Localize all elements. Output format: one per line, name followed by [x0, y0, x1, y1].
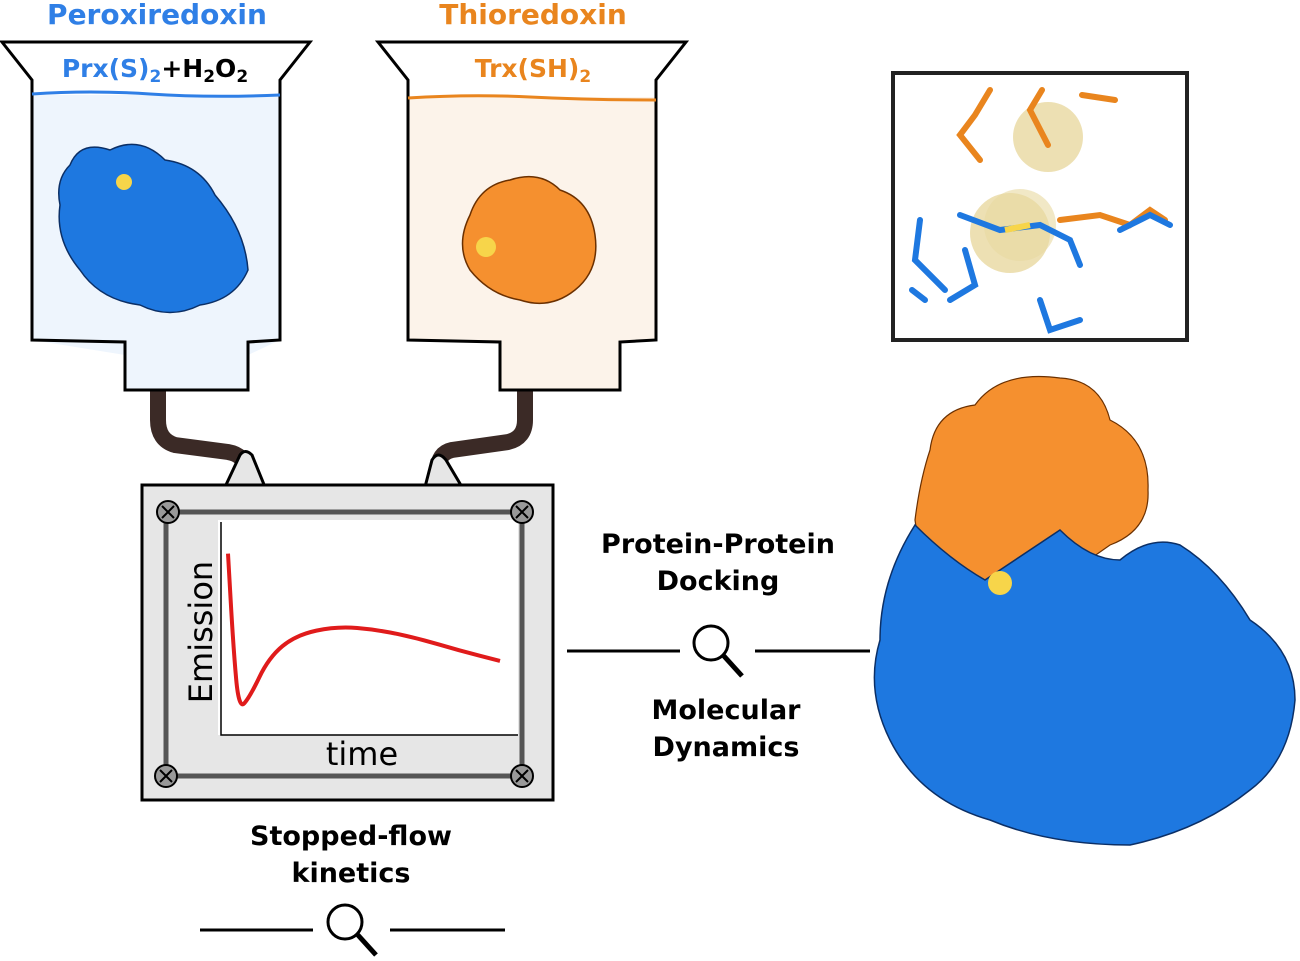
trx-protein [461, 175, 597, 305]
stopped-flow-caption-1: Stopped-flow [250, 821, 452, 852]
md-label-2: Dynamics [653, 732, 800, 763]
x-axis-label: time [326, 735, 398, 773]
docking-label-2: Docking [657, 566, 780, 597]
trx-subscript: 2 [579, 67, 591, 87]
screw-icon [154, 764, 178, 788]
stopped-flow-caption-2: kinetics [292, 858, 411, 889]
prx-surface [873, 523, 1296, 846]
trx-formula: Trx(SH) [475, 54, 580, 83]
active-site [988, 571, 1012, 595]
h2o2-sub2: 2 [236, 67, 248, 87]
emission-curve [226, 553, 501, 707]
tube-left [150, 388, 253, 471]
tube-right [430, 388, 533, 471]
prx-contents-label: Prx(S)2+H2O2 [62, 54, 248, 87]
h2o2-h: +H [161, 54, 203, 83]
prx-formula: Prx(S) [62, 54, 150, 83]
stopped-flow-instrument: Emission time [140, 450, 555, 802]
magnifier-icon [326, 903, 378, 957]
y-axis-label: Emission [182, 561, 220, 703]
active-site [116, 174, 132, 190]
protein-complex [873, 375, 1296, 846]
active-site-inset [891, 71, 1189, 342]
trx-contents-label: Trx(SH)2 [475, 54, 591, 87]
prx-subscript: 2 [149, 67, 161, 87]
beaker-peroxiredoxin [0, 40, 314, 392]
peroxiredoxin-title: Peroxiredoxin [47, 0, 267, 31]
docking-label-1: Protein-Protein [601, 529, 835, 560]
thioredoxin-title: Thioredoxin [439, 0, 627, 31]
screw-icon [510, 500, 534, 524]
h2o2-sub1: 2 [203, 67, 215, 87]
liquid-surface [407, 94, 657, 102]
magnifier-icon [692, 624, 744, 678]
screw-icon [510, 764, 534, 788]
active-site [476, 237, 496, 257]
screw-icon [156, 500, 180, 524]
liquid-surface [31, 90, 281, 98]
md-label-1: Molecular [651, 695, 801, 726]
h2o2-o: O [215, 54, 236, 83]
beaker-thioredoxin [374, 40, 690, 392]
prx-protein [58, 143, 249, 314]
